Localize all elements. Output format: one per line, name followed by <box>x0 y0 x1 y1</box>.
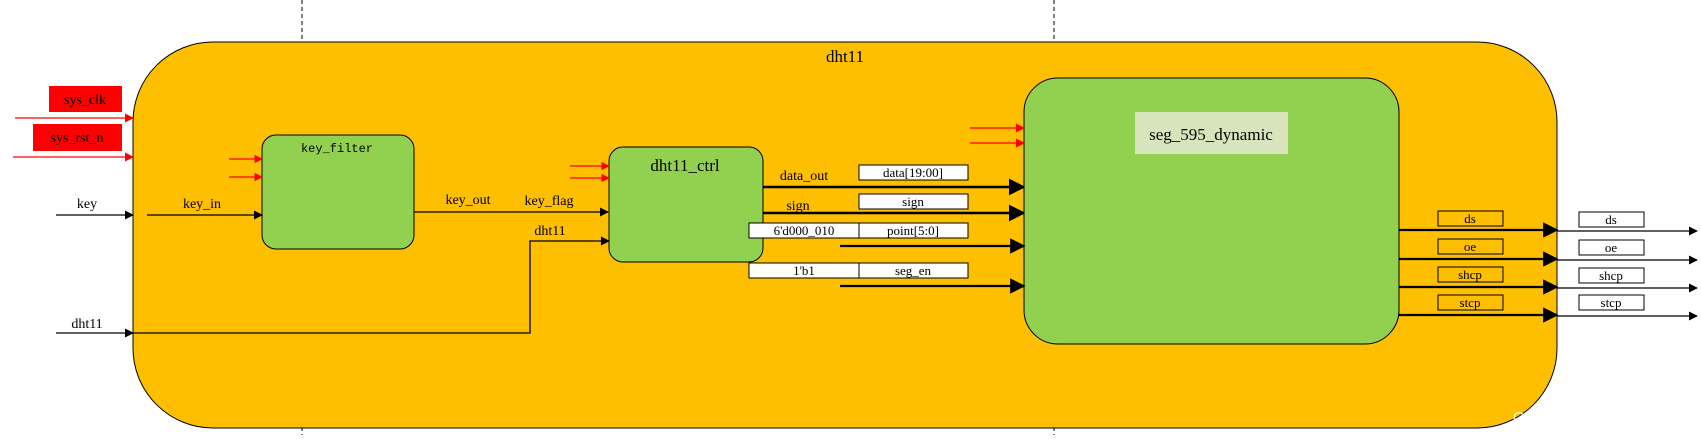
ext-out-shcp-box <box>1578 267 1645 284</box>
sys-rst-n-label: sys_rst_n <box>51 131 104 146</box>
sign-label: sign <box>786 199 809 214</box>
sys-clk-port <box>49 86 122 112</box>
ext-out-ds-box <box>1578 211 1645 228</box>
key-input-label: key <box>77 197 97 212</box>
point-box-label: point[5:0] <box>887 223 939 238</box>
dht11-ctrl-title: dht11_ctrl <box>650 156 720 175</box>
seg-en-box <box>858 262 969 279</box>
seg-out-stcp-label: stcp <box>1460 295 1481 310</box>
key-filter-title: key_filter <box>301 142 373 156</box>
data-bus-label: data[19:00] <box>883 165 943 180</box>
seg-title: seg_595_dynamic <box>1149 125 1273 144</box>
top-module-title: dht11 <box>826 47 864 66</box>
ext-out-stcp-label: stcp <box>1601 295 1622 310</box>
seg-out-shcp-label: shcp <box>1458 267 1482 282</box>
sign-box-label: sign <box>902 194 924 209</box>
ext-out-stcp-box <box>1578 294 1645 311</box>
ext-out-oe-box <box>1578 239 1645 256</box>
seg-out-shcp-box <box>1437 266 1504 283</box>
point-box <box>858 222 969 239</box>
key-filter-box <box>261 134 415 250</box>
seg-en-const-label: 1'b1 <box>793 263 815 278</box>
sign-box <box>858 193 969 210</box>
ext-out-oe-label: oe <box>1605 240 1618 255</box>
sys-clk-label: sys_clk <box>64 93 106 108</box>
dht11-ctrl-box <box>608 146 764 263</box>
key-out-label: key_out <box>445 193 490 208</box>
seg-595-dynamic-box <box>1023 77 1400 345</box>
data-out-label: data_out <box>780 169 828 184</box>
seg-title-bg <box>1135 112 1288 154</box>
point-const-label: 6'd000_010 <box>774 223 835 238</box>
seg-out-ds-label: ds <box>1464 211 1476 226</box>
key-flag-label: key_flag <box>525 194 574 209</box>
ext-out-ds-label: ds <box>1605 212 1617 227</box>
seg-en-box-label: seg_en <box>895 263 932 278</box>
data-bus-box <box>858 164 969 181</box>
dht11-ctrl-in-label: dht11 <box>534 224 565 239</box>
dht11-input-label: dht11 <box>71 317 102 332</box>
seg-out-oe-label: oe <box>1464 239 1477 254</box>
seg-out-oe-box <box>1437 238 1504 255</box>
seg-out-ds-box <box>1437 210 1504 227</box>
dht11-wire <box>133 236 610 334</box>
sys-rst-n-port <box>33 124 122 151</box>
seg-out-stcp-box <box>1437 294 1504 311</box>
ext-out-shcp-label: shcp <box>1599 268 1623 283</box>
watermark: CSDN @warrior_L_2023 <box>1513 410 1690 427</box>
key-in-label: key_in <box>183 197 221 212</box>
